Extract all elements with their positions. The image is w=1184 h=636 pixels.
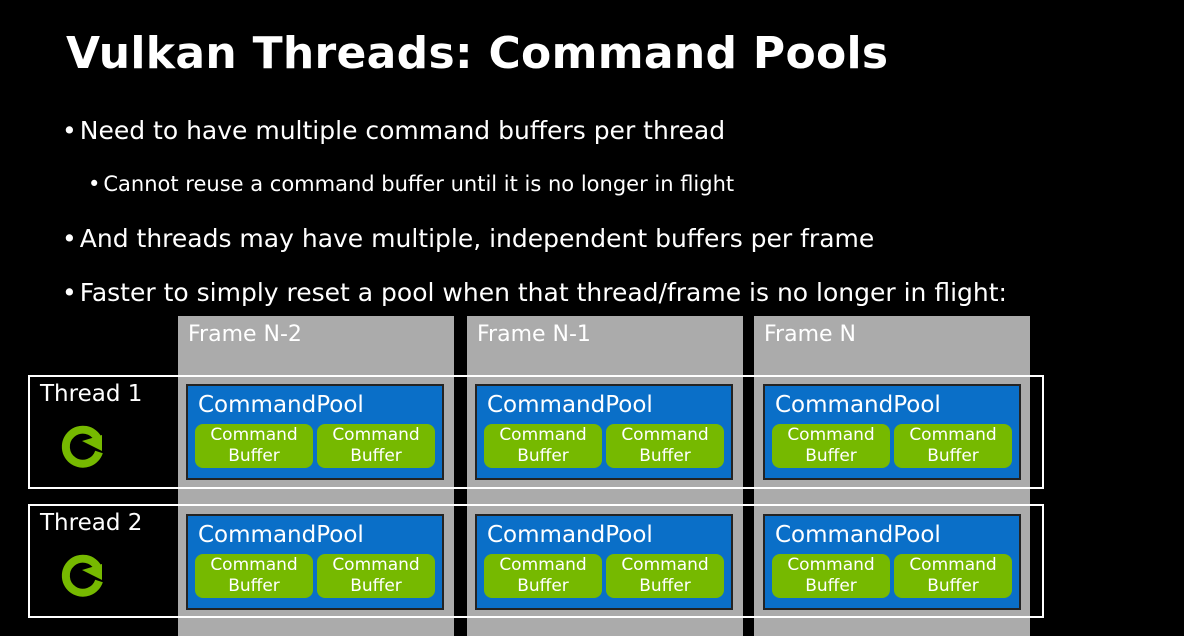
command-buffer-line2: Buffer [927,446,979,466]
bullet-1: •Need to have multiple command buffers p… [62,116,725,145]
slide-title: Vulkan Threads: Command Pools [66,28,889,79]
bullet-4: •Faster to simply reset a pool when that… [62,278,1007,307]
command-buffer-line2: Buffer [927,576,979,596]
command-buffer-line1: Command [499,555,587,575]
command-buffer-line2: Buffer [517,446,569,466]
command-buffer-line1: Command [909,425,997,445]
command-buffer-line2: Buffer [350,576,402,596]
command-pool-label: CommandPool [198,392,364,418]
bullet-dot: • [62,224,77,253]
command-buffer-line2: Buffer [228,446,280,466]
bullet-2: •Cannot reuse a command buffer until it … [88,172,734,196]
thread-label: Thread 1 [40,381,143,407]
command-buffer-line2: Buffer [639,576,691,596]
frame-label: Frame N [764,322,856,347]
bullet-1-text: Need to have multiple command buffers pe… [79,116,726,145]
bullet-4-text: Faster to simply reset a pool when that … [79,278,1007,307]
thread-label: Thread 2 [40,510,143,536]
thread-row-2: Thread 2 [28,504,1044,618]
command-pool-label: CommandPool [487,522,653,548]
thread-row-1: Thread 1 [28,375,1044,489]
command-buffer-line1: Command [787,555,875,575]
refresh-icon [61,554,103,597]
frame-label: Frame N-2 [188,322,302,347]
command-pool-label: CommandPool [487,392,653,418]
bullet-dot: • [88,172,101,196]
bullet-dot: • [62,278,77,307]
command-buffer-line1: Command [210,425,298,445]
bullet-dot: • [62,116,77,145]
command-buffer-line2: Buffer [228,576,280,596]
command-buffer-line2: Buffer [517,576,569,596]
bullet-2-text: Cannot reuse a command buffer until it i… [103,172,735,196]
command-buffer-line2: Buffer [639,446,691,466]
command-buffer-line1: Command [621,425,709,445]
command-buffer-line1: Command [621,555,709,575]
command-buffer-line1: Command [787,425,875,445]
command-pool-label: CommandPool [775,392,941,418]
command-buffer-line2: Buffer [805,576,857,596]
command-pool-label: CommandPool [198,522,364,548]
command-buffer-line1: Command [332,555,420,575]
command-buffer-line2: Buffer [350,446,402,466]
command-buffer-line1: Command [332,425,420,445]
bullet-3-text: And threads may have multiple, independe… [79,224,875,253]
command-buffer-line2: Buffer [805,446,857,466]
command-buffer-line1: Command [499,425,587,445]
command-buffer-line1: Command [210,555,298,575]
frame-label: Frame N-1 [477,322,591,347]
refresh-icon [61,425,103,468]
command-buffer-line1: Command [909,555,997,575]
bullet-3: •And threads may have multiple, independ… [62,224,874,253]
command-pool-label: CommandPool [775,522,941,548]
